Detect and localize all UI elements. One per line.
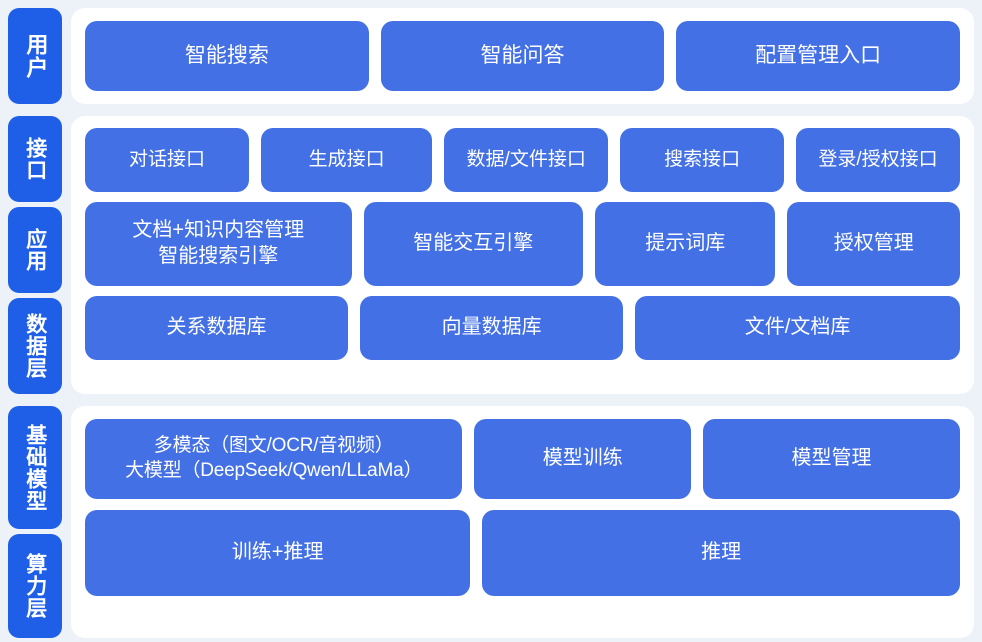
band-user-label-column: 用户 — [8, 8, 62, 104]
row-compute: 训练+推理 推理 — [85, 510, 960, 596]
box-multimodal-large-model[interactable]: 多模态（图文/OCR/音视频） 大模型（DeepSeek/Qwen/LLaMa） — [85, 419, 463, 499]
box-smart-qa[interactable]: 智能问答 — [380, 21, 665, 91]
band-middle-label-column: 接口 应用 数据层 — [8, 116, 62, 394]
box-config-management-entry[interactable]: 配置管理入口 — [676, 21, 961, 91]
row-application: 文档+知识内容管理 智能搜索引擎 智能交互引擎 提示词库 授权管理 — [85, 202, 960, 286]
band-user: 用户 智能搜索 智能问答 配置管理入口 — [8, 8, 974, 104]
box-authorization-management[interactable]: 授权管理 — [787, 202, 960, 286]
box-search-interface[interactable]: 搜索接口 — [620, 128, 785, 192]
row-model: 多模态（图文/OCR/音视频） 大模型（DeepSeek/Qwen/LLaMa）… — [85, 419, 960, 499]
box-training-plus-inference[interactable]: 训练+推理 — [85, 510, 471, 596]
box-vector-database[interactable]: 向量数据库 — [360, 296, 624, 360]
side-label-application[interactable]: 应用 — [8, 207, 62, 293]
box-relational-database[interactable]: 关系数据库 — [85, 296, 349, 360]
box-inference[interactable]: 推理 — [482, 510, 960, 596]
box-model-management[interactable]: 模型管理 — [703, 419, 960, 499]
box-data-file-interface[interactable]: 数据/文件接口 — [444, 128, 609, 192]
side-label-foundation-model[interactable]: 基础模型 — [8, 406, 62, 529]
box-document-knowledge-management[interactable]: 文档+知识内容管理 智能搜索引擎 — [85, 202, 352, 286]
row-interface: 对话接口 生成接口 数据/文件接口 搜索接口 登录/授权接口 — [85, 128, 960, 192]
side-label-data-layer[interactable]: 数据层 — [8, 298, 62, 394]
band-middle: 接口 应用 数据层 对话接口 生成接口 数据/文件接口 搜索接口 登录/授权接口… — [8, 116, 974, 394]
row-user-entries: 智能搜索 智能问答 配置管理入口 — [85, 21, 961, 91]
band-base: 基础模型 算力层 多模态（图文/OCR/音视频） 大模型（DeepSeek/Qw… — [8, 406, 974, 638]
box-smart-search[interactable]: 智能搜索 — [85, 21, 369, 91]
box-file-document-store[interactable]: 文件/文档库 — [635, 296, 960, 360]
box-model-training[interactable]: 模型训练 — [474, 419, 692, 499]
box-prompt-library[interactable]: 提示词库 — [595, 202, 776, 286]
box-dialog-interface[interactable]: 对话接口 — [85, 128, 249, 192]
band-base-panel: 多模态（图文/OCR/音视频） 大模型（DeepSeek/Qwen/LLaMa）… — [71, 406, 974, 638]
band-user-panel: 智能搜索 智能问答 配置管理入口 — [71, 8, 974, 104]
box-generation-interface[interactable]: 生成接口 — [260, 128, 433, 192]
side-label-interface[interactable]: 接口 — [8, 116, 62, 202]
box-smart-interaction-engine[interactable]: 智能交互引擎 — [363, 202, 584, 286]
band-middle-panel: 对话接口 生成接口 数据/文件接口 搜索接口 登录/授权接口 文档+知识内容管理… — [71, 116, 974, 394]
row-data: 关系数据库 向量数据库 文件/文档库 — [85, 296, 960, 360]
side-label-user[interactable]: 用户 — [8, 8, 62, 104]
box-login-auth-interface[interactable]: 登录/授权接口 — [796, 128, 960, 192]
band-base-label-column: 基础模型 算力层 — [8, 406, 62, 638]
side-label-compute-layer[interactable]: 算力层 — [8, 534, 62, 638]
